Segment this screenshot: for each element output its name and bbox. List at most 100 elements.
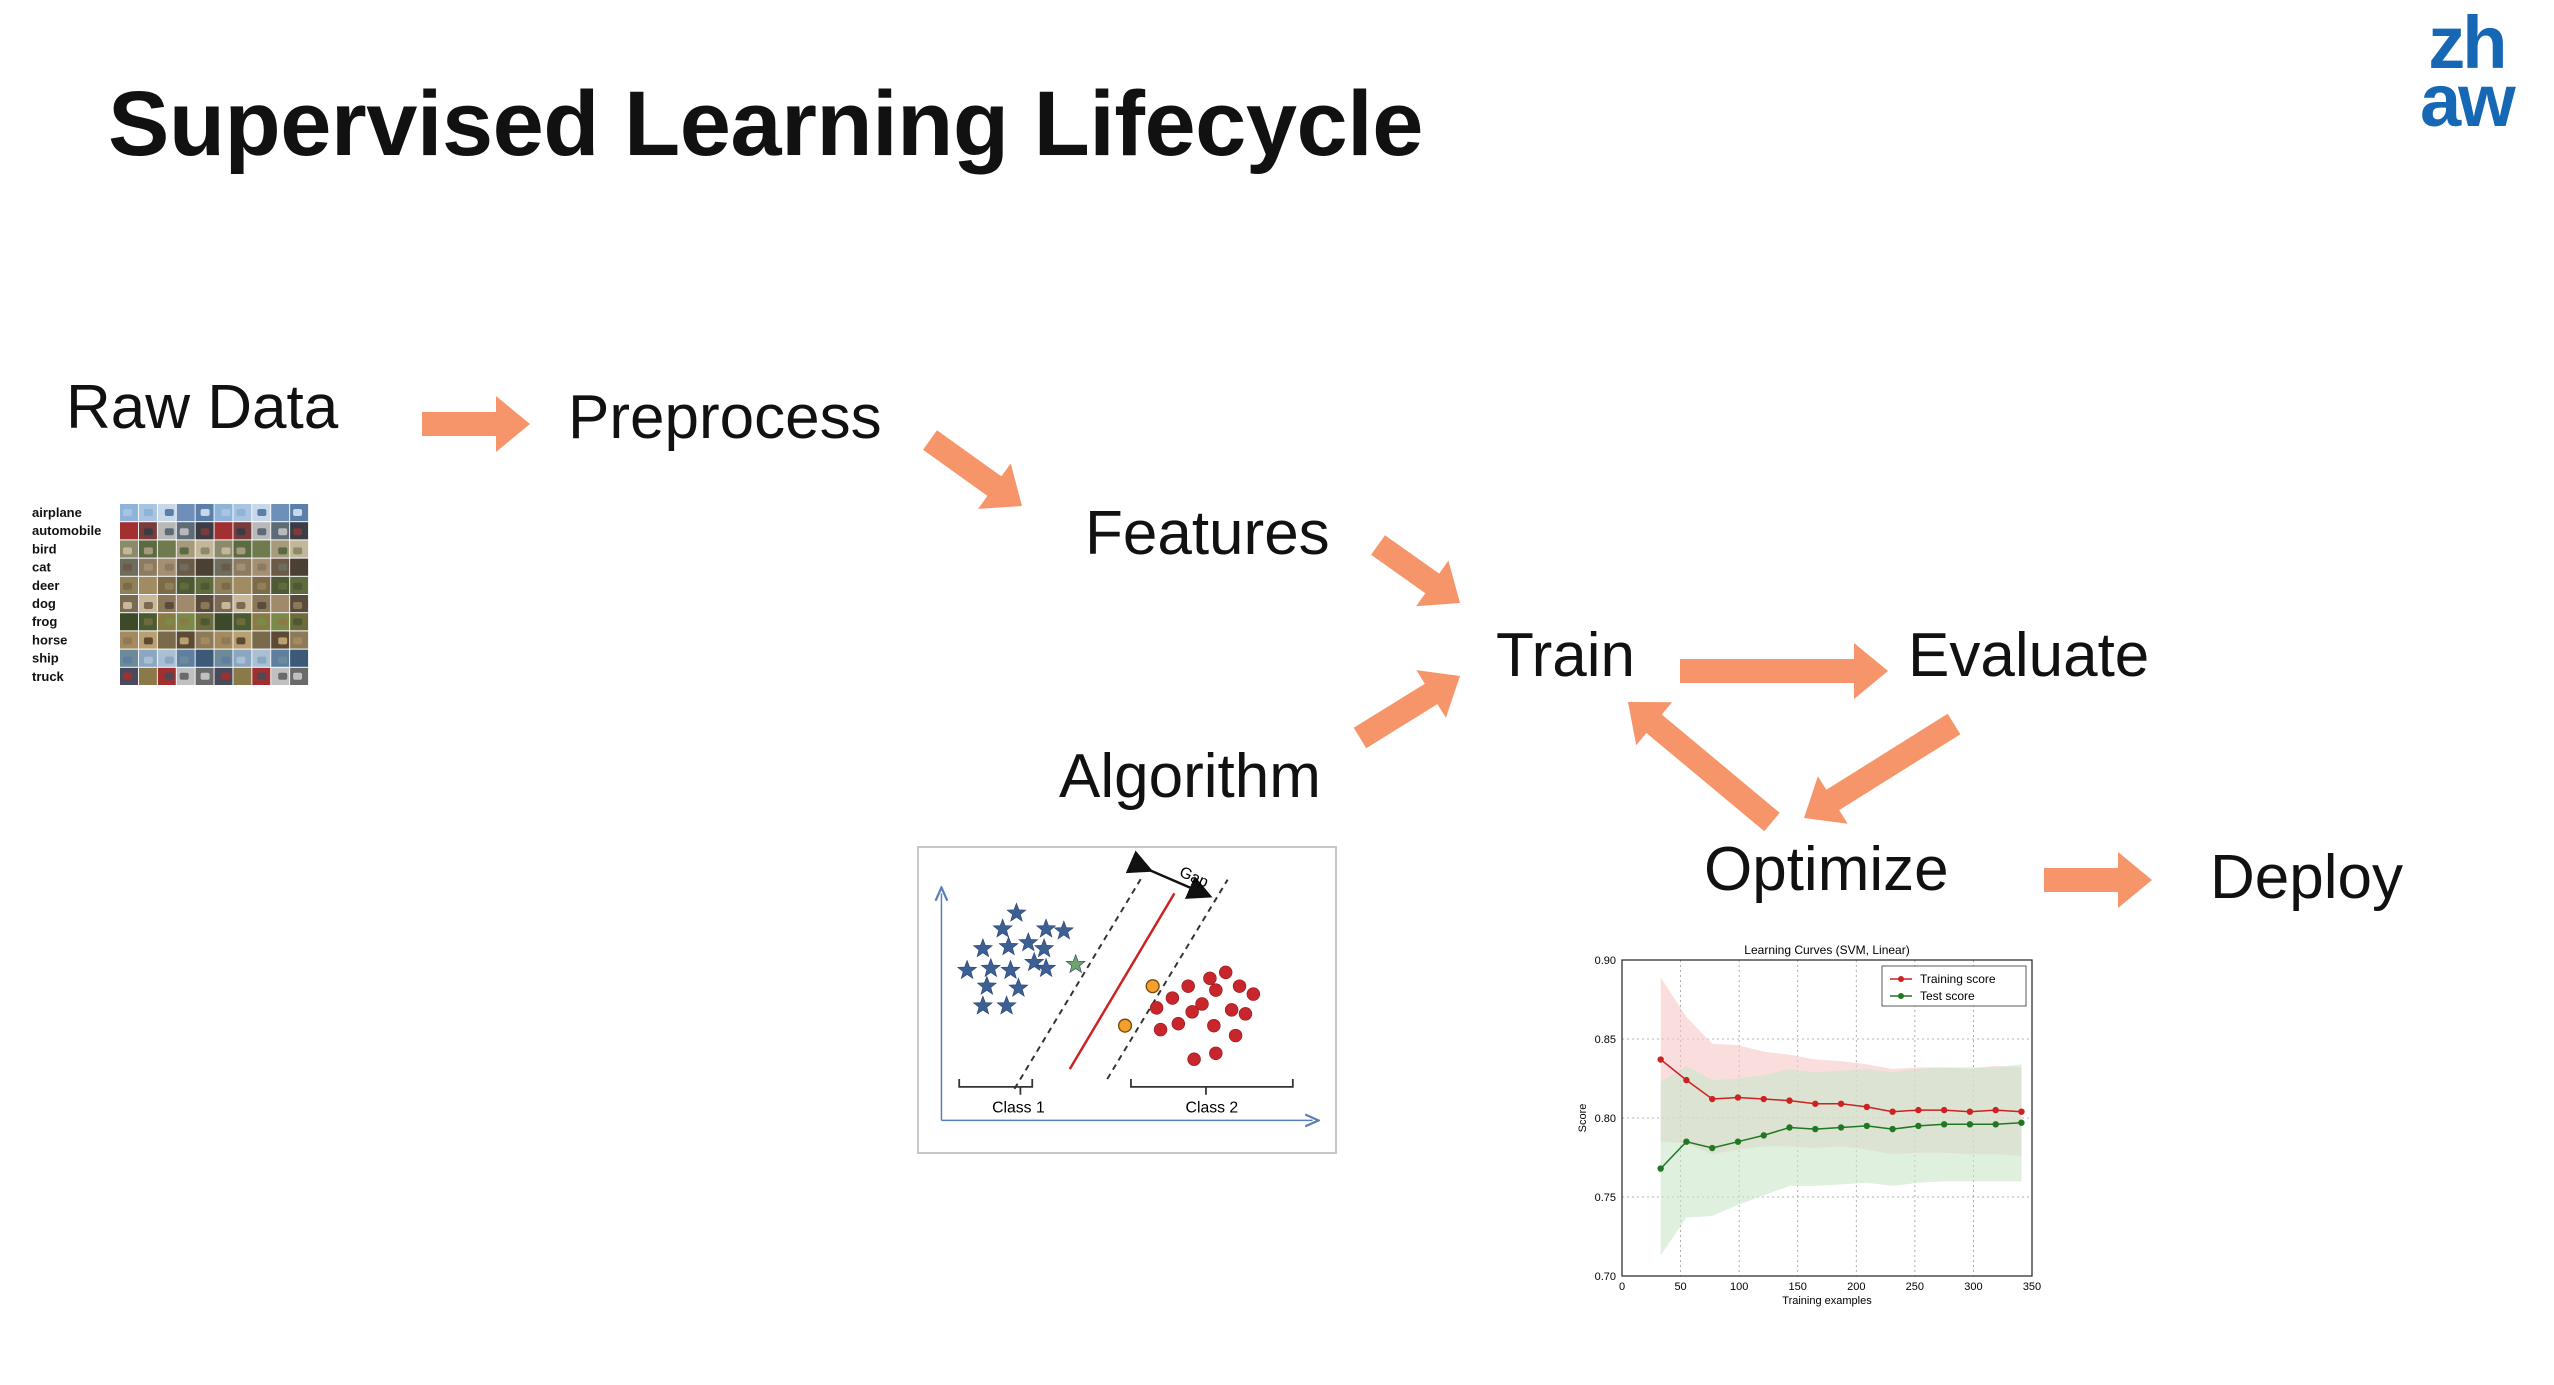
arrow-train-to-evaluate bbox=[1680, 643, 1888, 699]
cifar-class-label: truck bbox=[32, 669, 65, 684]
cifar-thumbnail bbox=[138, 667, 157, 685]
y-tick-label: 0.85 bbox=[1595, 1034, 1616, 1046]
series-0-point bbox=[1683, 1076, 1690, 1084]
cifar-thumbnail bbox=[120, 595, 138, 613]
cifar-thumbnail bbox=[252, 540, 271, 558]
legend-label: Training score bbox=[1920, 972, 1996, 986]
class-1-star bbox=[976, 975, 998, 995]
series-1-point bbox=[1812, 1125, 1819, 1133]
cifar-thumbnail bbox=[176, 522, 195, 540]
class-2-dot bbox=[1195, 997, 1209, 1011]
series-0-point bbox=[1812, 1100, 1819, 1107]
cifar-thumbnail bbox=[176, 504, 195, 522]
series-0-point bbox=[1760, 1095, 1767, 1103]
cifar-class-label: ship bbox=[32, 651, 59, 666]
class-2-bracket bbox=[1130, 1078, 1294, 1088]
cifar-thumbnail bbox=[195, 613, 214, 631]
class-2-dot bbox=[1203, 971, 1217, 985]
class-1-star bbox=[1024, 951, 1045, 972]
class-2-points bbox=[1117, 965, 1261, 1066]
cifar-thumbnail bbox=[290, 540, 309, 558]
class-1-star bbox=[1065, 953, 1086, 974]
class-2-dot bbox=[1181, 979, 1195, 993]
cifar-thumbnail bbox=[195, 649, 214, 667]
class-2-dot bbox=[1246, 987, 1261, 1001]
cifar-thumbnail bbox=[214, 613, 233, 631]
cifar-thumbnail bbox=[233, 631, 252, 649]
class-2-dot bbox=[1171, 1016, 1186, 1031]
cifar-thumbnail bbox=[290, 558, 309, 576]
cifar-thumbnail bbox=[157, 595, 176, 613]
cifar-thumbnail bbox=[214, 522, 233, 540]
svm-gap-arrow bbox=[1125, 850, 1213, 899]
arrow-preprocess-to-features bbox=[923, 430, 1022, 509]
cifar-thumbnail bbox=[252, 558, 271, 576]
cifar-thumbnail bbox=[195, 558, 214, 576]
svm-decision-boundary bbox=[1068, 892, 1176, 1070]
cifar-thumbnail bbox=[252, 613, 271, 631]
cifar-thumbnail bbox=[271, 504, 290, 522]
class-1-points bbox=[956, 902, 1086, 1015]
cifar-thumbnail bbox=[176, 631, 195, 649]
arrow-optimize-to-train bbox=[1628, 702, 1780, 832]
cifar-thumbnail bbox=[138, 649, 157, 667]
cifar-thumbnail bbox=[157, 613, 176, 631]
class-1-star bbox=[996, 995, 1017, 1015]
cifar-thumbnail bbox=[233, 540, 252, 558]
cifar-thumbnail bbox=[271, 522, 290, 540]
class-1-star bbox=[992, 918, 1013, 938]
legend-label: Test score bbox=[1920, 989, 1975, 1003]
class-2-dot bbox=[1228, 1028, 1243, 1043]
node-optimize: Optimize bbox=[1704, 835, 1949, 904]
series-1-point bbox=[1992, 1121, 1999, 1128]
cifar-thumbnail bbox=[120, 649, 138, 667]
class-2-dot bbox=[1232, 979, 1247, 993]
cifar-thumbnail bbox=[252, 649, 271, 667]
cifar-class-label: airplane bbox=[32, 505, 82, 520]
cifar-thumbnail bbox=[252, 667, 271, 685]
cifar-thumbnail bbox=[157, 667, 176, 685]
cifar-thumbnail bbox=[138, 504, 157, 522]
cifar-thumbnail bbox=[195, 522, 214, 540]
class-2-dot bbox=[1153, 1022, 1168, 1037]
cifar-thumbnail bbox=[157, 540, 176, 558]
x-tick-label: 350 bbox=[2023, 1281, 2041, 1293]
class-1-star bbox=[1000, 959, 1021, 980]
series-1-point bbox=[1734, 1138, 1742, 1145]
cifar-thumbnail bbox=[233, 558, 252, 576]
cifar-class-label: horse bbox=[32, 632, 67, 647]
cifar-thumbnail bbox=[138, 522, 157, 540]
legend-marker bbox=[1898, 993, 1904, 999]
svm-margin-figure: Gap Class 1 Class 2 bbox=[917, 846, 1337, 1154]
cifar-thumbnail bbox=[120, 522, 138, 540]
series-1-point bbox=[1940, 1121, 1948, 1128]
cifar-thumbnail bbox=[176, 613, 195, 631]
zhaw-logo: zh aw bbox=[2420, 6, 2516, 138]
cifar-thumbnail bbox=[120, 613, 138, 631]
class-1-star bbox=[1035, 957, 1057, 978]
cifar-thumbnail bbox=[290, 649, 309, 667]
x-tick-label: 150 bbox=[1789, 1281, 1807, 1293]
series-0-point bbox=[1837, 1100, 1845, 1107]
cifar-thumbnail bbox=[195, 631, 214, 649]
class-2-label: Class 2 bbox=[1186, 1100, 1239, 1117]
cifar-thumbnail bbox=[120, 558, 138, 576]
y-tick-label: 0.80 bbox=[1595, 1113, 1616, 1125]
cifar-thumbnail bbox=[252, 522, 271, 540]
cifar-thumbnail bbox=[290, 576, 309, 594]
class-1-star bbox=[998, 935, 1019, 956]
cifar-thumbnail bbox=[271, 667, 290, 685]
cifar-thumbnail bbox=[271, 558, 290, 576]
legend-marker bbox=[1898, 976, 1904, 982]
node-deploy: Deploy bbox=[2210, 843, 2403, 912]
x-tick-label: 50 bbox=[1674, 1281, 1686, 1293]
cifar-thumbnail bbox=[233, 613, 252, 631]
cifar-thumbnail bbox=[157, 504, 176, 522]
series-1-point bbox=[1786, 1124, 1793, 1131]
cifar-thumbnail bbox=[271, 540, 290, 558]
x-axis-label: Training examples bbox=[1782, 1295, 1872, 1307]
series-0-point bbox=[1657, 1056, 1664, 1063]
